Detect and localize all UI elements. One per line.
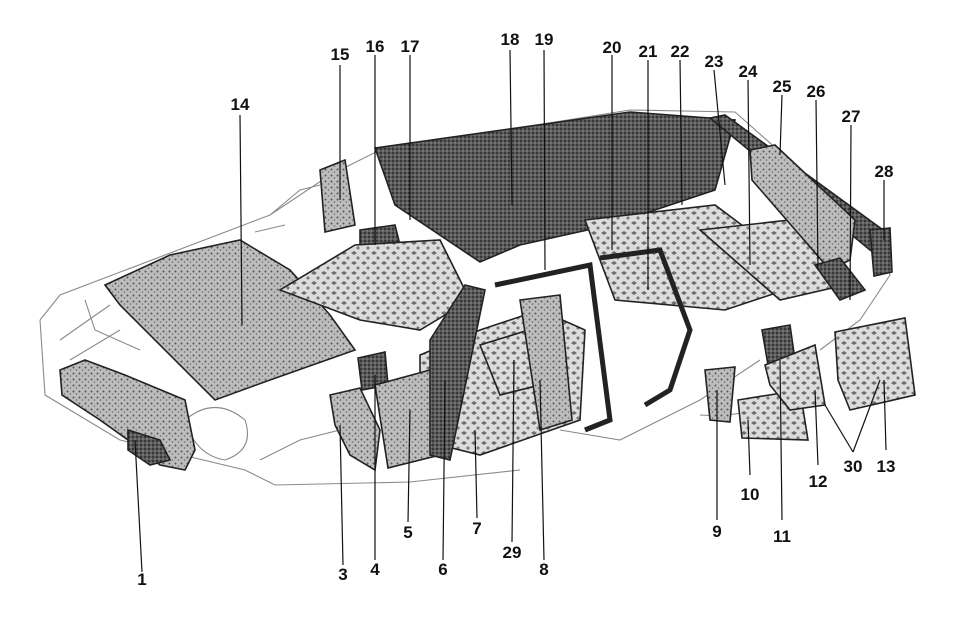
callout-25: 25 [773, 77, 792, 96]
leader-26 [815, 99, 819, 271]
leader-lines [134, 49, 887, 573]
part-14-hood-pad [103, 239, 357, 401]
leader-11 [779, 359, 783, 521]
part-28-rear-pad [869, 227, 893, 277]
leader-14 [239, 114, 243, 326]
callout-9: 9 [712, 522, 721, 541]
part-26-seal-strip [813, 257, 867, 301]
callout-6: 6 [438, 560, 447, 579]
callout-14: 14 [231, 95, 250, 114]
leader-22 [679, 59, 683, 206]
leader-3 [339, 424, 344, 566]
part-6-a-pillar [429, 284, 486, 461]
leader-1 [134, 439, 143, 573]
callout-26: 26 [807, 82, 826, 101]
callout-19: 19 [535, 30, 554, 49]
callout-22: 22 [671, 42, 690, 61]
callout-23: 23 [705, 52, 724, 71]
part-1-pad-block [127, 428, 172, 466]
part-15-dash-panel [319, 158, 356, 233]
leader-29 [511, 359, 515, 543]
part-17-dash-insulator [278, 239, 472, 331]
callout-7: 7 [472, 519, 481, 538]
callout-3: 3 [338, 565, 347, 584]
callout-13: 13 [877, 457, 896, 476]
callout-8: 8 [539, 560, 548, 579]
part-9-rear-wheel-pad [704, 366, 736, 423]
leader-24 [747, 79, 751, 266]
part-8-pillar-pad [519, 294, 573, 432]
callout-27: 27 [842, 107, 861, 126]
callout-30: 30 [844, 457, 863, 476]
callout-labels: 1 3 4 5 6 7 8 9 10 11 12 13 14 15 16 17 … [137, 30, 895, 589]
leader-7 [474, 429, 478, 519]
leader-30a [824, 404, 854, 453]
callout-4: 4 [370, 560, 380, 579]
callout-29: 29 [503, 543, 522, 562]
callout-10: 10 [741, 485, 760, 504]
leader-12 [814, 389, 819, 466]
leader-23 [713, 69, 726, 186]
part-21-rear-door-seal [599, 247, 693, 408]
callout-11: 11 [773, 527, 791, 546]
leader-25 [779, 94, 783, 156]
leader-6 [442, 379, 446, 561]
leader-8 [539, 379, 545, 561]
part-20-door-seal [494, 261, 613, 433]
leader-18 [509, 49, 513, 206]
callout-20: 20 [603, 38, 622, 57]
callout-5: 5 [403, 523, 412, 542]
callout-1: 1 [137, 570, 146, 589]
part-3-wheel-arch [329, 387, 381, 472]
insulation-parts [59, 111, 916, 472]
part-1-front-pad [59, 359, 196, 471]
part-13-rear-side-pad [834, 317, 916, 411]
callout-24: 24 [739, 62, 758, 81]
leader-30b [852, 379, 881, 453]
callout-17: 17 [401, 37, 420, 56]
leader-19 [543, 49, 546, 271]
callout-28: 28 [875, 162, 894, 181]
callout-12: 12 [809, 472, 828, 491]
callout-16: 16 [366, 37, 385, 56]
leader-27 [849, 124, 852, 301]
callout-15: 15 [331, 45, 350, 64]
leader-5 [407, 409, 411, 523]
leader-10 [747, 419, 751, 476]
part-22-rear-floor-mat [583, 204, 817, 311]
callout-21: 21 [639, 42, 658, 61]
callout-18: 18 [501, 30, 520, 49]
leader-13 [883, 379, 887, 451]
